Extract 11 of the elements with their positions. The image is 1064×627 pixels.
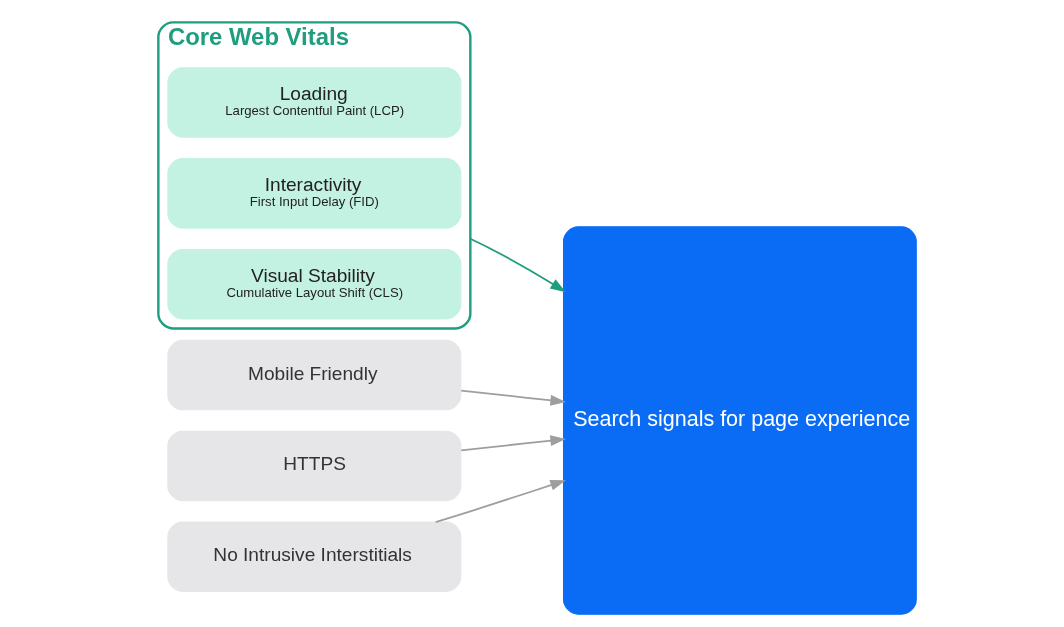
node-box: HTTPS (166, 430, 461, 502)
arrow (459, 435, 566, 452)
node-box: Search signals for page experience (562, 226, 917, 615)
node-box: Visual Stability Cumulative Layout Shift (CLS) (166, 248, 461, 320)
arrow (459, 389, 566, 406)
node-box: Interactivity First Input Delay (FID) (166, 158, 461, 229)
node-box: Loading Largest Contentful Paint (LCP) (166, 67, 461, 138)
node-box: Mobile Friendly (166, 339, 461, 411)
arrow (434, 479, 566, 523)
arrow (468, 237, 566, 293)
node-box: No Intrusive Interstitials (166, 521, 461, 593)
